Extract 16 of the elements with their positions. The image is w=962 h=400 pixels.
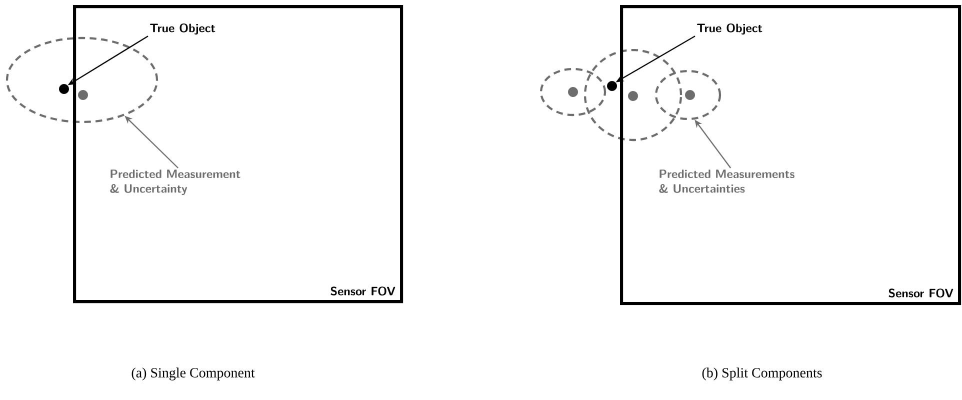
measurement-dot [685, 90, 695, 100]
annotation-text: Predicted Measurement & Uncertainty [110, 170, 240, 196]
measurement-dot [78, 90, 88, 100]
uncertainty-ellipse [584, 48, 682, 142]
object-label: True Object [150, 23, 216, 35]
uncertainty-ellipse [6, 36, 158, 124]
object-label: True Object [697, 23, 762, 35]
subfigure-caption: (a) Single Component [132, 368, 255, 380]
annotation-text: Predicted Measurements & Uncertainties [659, 170, 794, 193]
object-dot [59, 84, 69, 94]
measurement-dot [568, 87, 578, 97]
object-dot [607, 81, 617, 91]
subfigure-caption: (b) Split Components [702, 368, 822, 380]
measurement-dot [628, 91, 638, 101]
uncertainty-ellipse [654, 70, 722, 120]
uncertainty-ellipse [540, 68, 606, 116]
